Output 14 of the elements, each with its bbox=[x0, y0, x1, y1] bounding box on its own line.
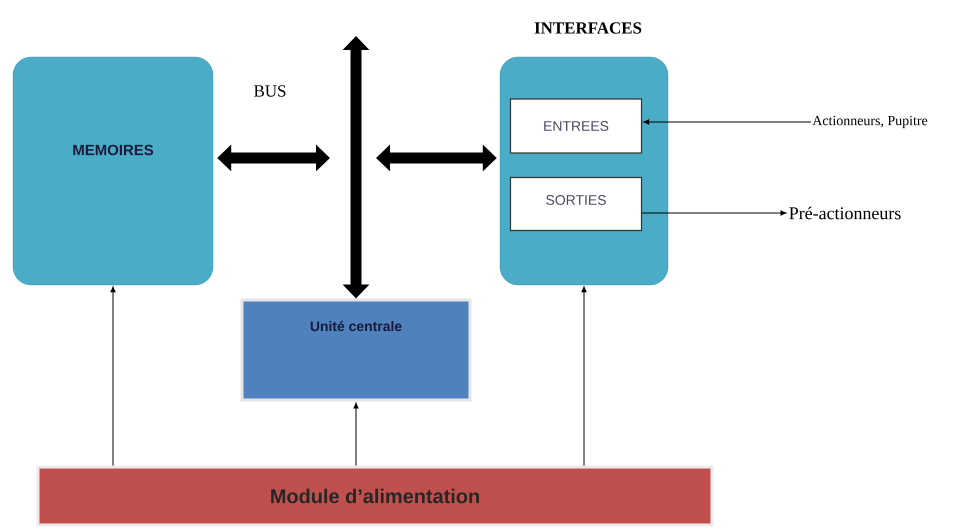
text-label: Pré-actionneurs bbox=[789, 206, 901, 220]
module-box: MEMOIRES bbox=[12, 56, 214, 286]
port-box: SORTIES bbox=[510, 176, 642, 232]
power-bar: Module d’alimentation bbox=[36, 466, 714, 526]
arrow bbox=[642, 210, 786, 216]
port-box: ENTREES bbox=[510, 98, 642, 154]
arrow bbox=[581, 286, 587, 466]
cpu-box: Unité centrale bbox=[240, 298, 472, 402]
text-label: Actionneurs, Pupitre bbox=[812, 116, 928, 128]
arrow bbox=[110, 286, 116, 466]
box-heading: INTERFACES bbox=[534, 22, 642, 34]
bus-label: BUS bbox=[254, 85, 286, 97]
arrow bbox=[643, 119, 812, 125]
arrow bbox=[353, 402, 359, 466]
